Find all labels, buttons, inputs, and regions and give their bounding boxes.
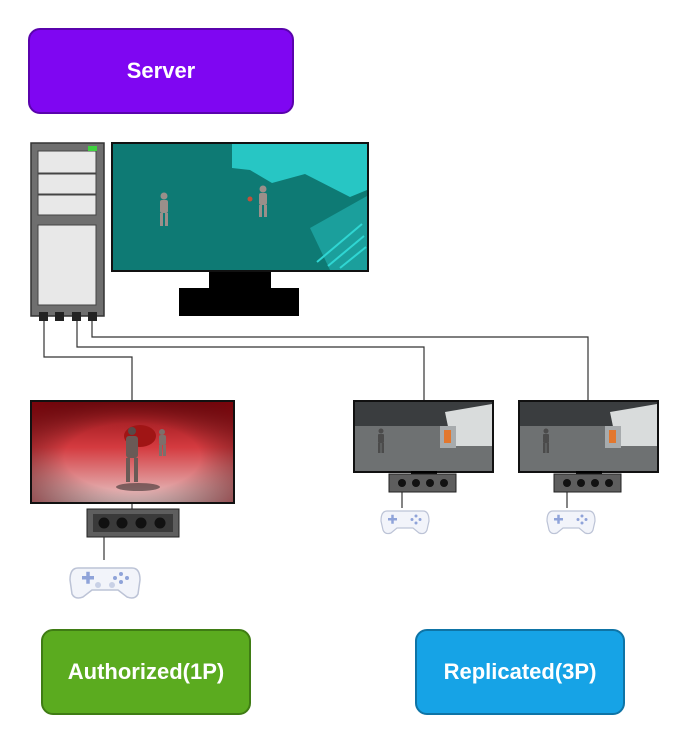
cable-to-replicated-2 bbox=[91, 320, 589, 401]
server-tower-icon bbox=[30, 142, 105, 321]
monitor-neck bbox=[209, 272, 271, 290]
console-icon bbox=[388, 473, 457, 493]
server-label: Server bbox=[28, 28, 294, 114]
replicated-client-1 bbox=[353, 400, 494, 535]
authorized-label: Authorized(1P) bbox=[41, 629, 251, 715]
character-icon bbox=[159, 429, 166, 456]
cable-to-authorized bbox=[43, 320, 133, 401]
server-ports bbox=[39, 312, 97, 321]
gamepad-icon bbox=[546, 510, 596, 535]
cable-to-replicated-1 bbox=[76, 320, 425, 401]
gamepad-icon bbox=[69, 567, 141, 599]
gamepad-icon bbox=[380, 510, 430, 535]
character-icon bbox=[259, 185, 267, 217]
replicated-client-2 bbox=[518, 400, 659, 535]
console-icon bbox=[553, 473, 622, 493]
server-monitor bbox=[111, 142, 369, 316]
replicated-label: Replicated(3P) bbox=[415, 629, 625, 715]
authorized-client bbox=[30, 400, 235, 599]
character-icon bbox=[543, 428, 549, 453]
character-icon bbox=[116, 425, 160, 491]
character-icon bbox=[378, 428, 384, 453]
power-led-icon bbox=[88, 146, 97, 151]
character-icon bbox=[160, 192, 168, 226]
monitor-base bbox=[179, 288, 299, 316]
console-icon bbox=[86, 508, 180, 538]
